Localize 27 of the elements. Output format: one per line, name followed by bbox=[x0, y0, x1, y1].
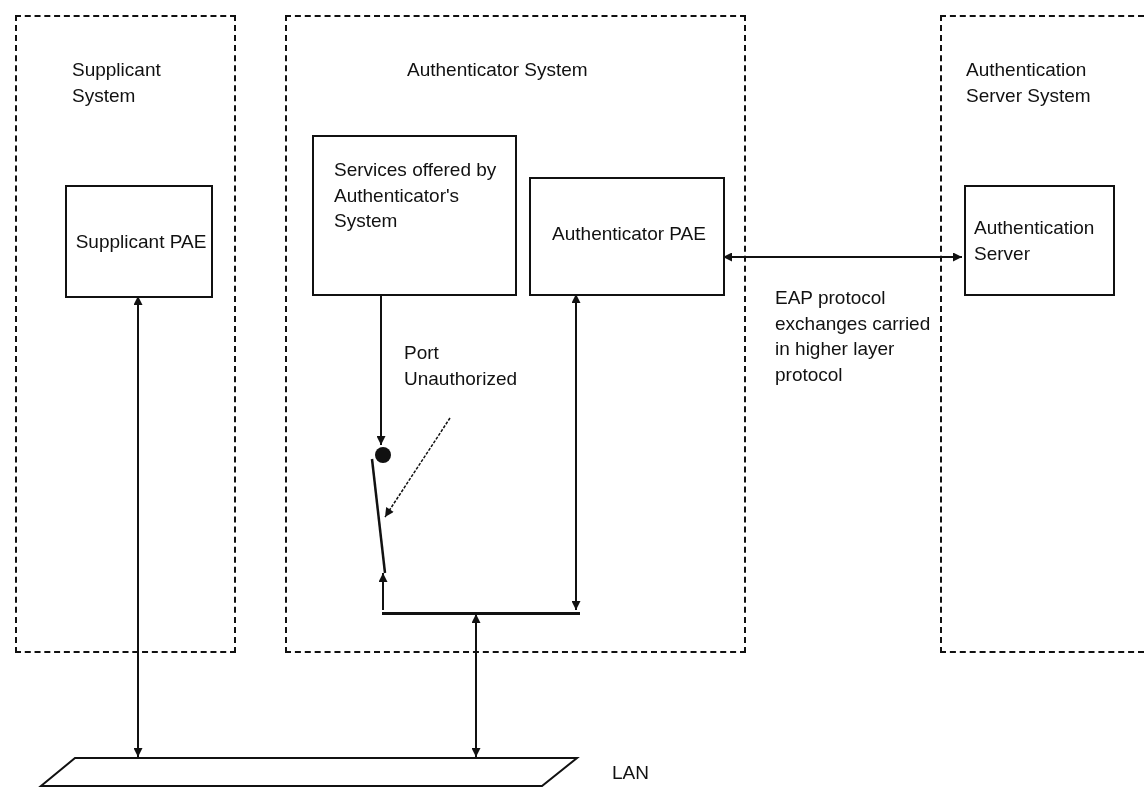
box-label: Supplicant PAE bbox=[74, 230, 208, 254]
arrow bbox=[722, 252, 963, 262]
boundary-title: Authentication Server System bbox=[966, 58, 1092, 108]
boundary-title: Authenticator System bbox=[407, 58, 589, 82]
arrow bbox=[133, 295, 143, 758]
leader-arrow bbox=[384, 417, 451, 518]
network-label: LAN bbox=[612, 761, 649, 785]
lan-segment bbox=[40, 757, 578, 787]
system-boundary bbox=[285, 15, 746, 653]
system-boundary bbox=[940, 15, 1144, 653]
entity-box bbox=[312, 135, 517, 296]
callout-text: Port Unauthorized bbox=[404, 340, 538, 392]
junction-line bbox=[382, 612, 580, 615]
box-label: Authenticator PAE bbox=[551, 222, 707, 246]
arrow bbox=[471, 613, 481, 758]
box-label: Services offered by Authenticator's System bbox=[334, 158, 498, 234]
box-label: Authentication Server bbox=[974, 216, 1096, 266]
entity-box bbox=[964, 185, 1115, 296]
arrow bbox=[571, 293, 581, 611]
arrow bbox=[378, 572, 388, 611]
boundary-title: Supplicant System bbox=[72, 58, 162, 108]
switch-contact bbox=[375, 447, 391, 463]
switch-blade bbox=[370, 457, 388, 575]
entity-box bbox=[529, 177, 725, 296]
system-boundary bbox=[15, 15, 236, 653]
entity-box bbox=[65, 185, 213, 298]
arrow bbox=[376, 293, 386, 446]
